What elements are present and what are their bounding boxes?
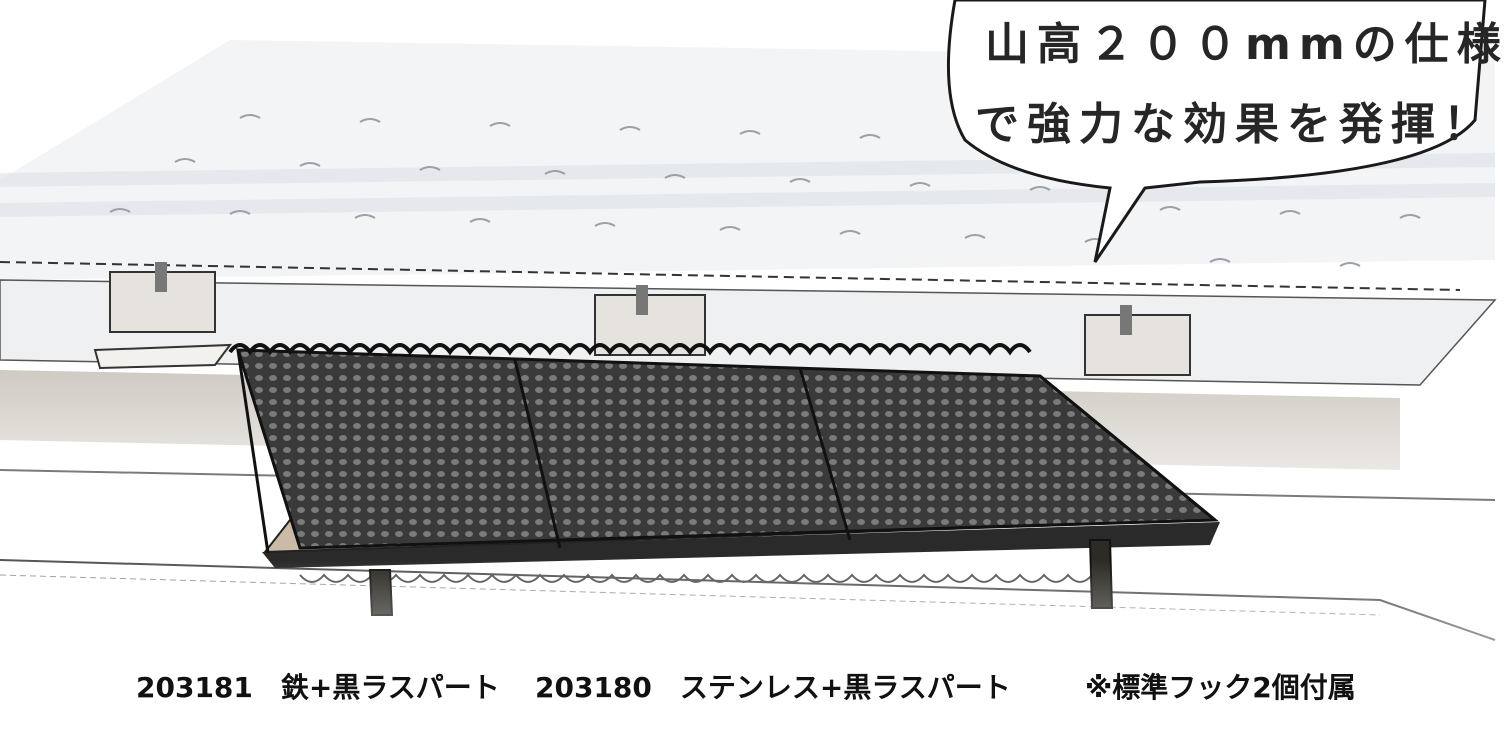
product-caption-stainless: 203180 ステンレス+黒ラスパート [535,671,1011,704]
bubble-text-line2: で強力な効果を発揮！ [975,99,1495,150]
product-caption-iron: 203181 鉄+黒ラスパート [136,671,500,704]
hook-note: ※標準フック2個付属 [1085,671,1356,704]
roof-bracket-left [93,262,233,370]
speech-bubble [946,0,1487,263]
roof-bracket-center [594,285,706,356]
bubble-text-line1: 山高２００mmの仕様 [985,19,1509,70]
roof-bracket-right [1084,305,1191,376]
